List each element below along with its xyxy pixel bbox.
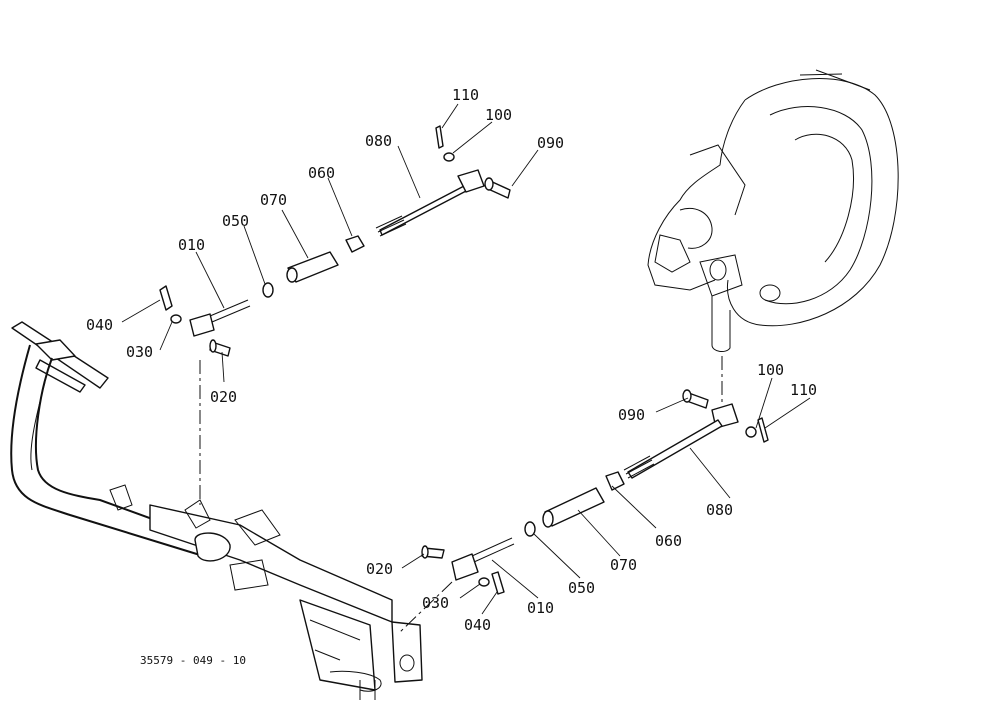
figure-reference: 35579 - 049 - 10: [140, 654, 246, 667]
callout-070-upper: 070: [260, 191, 287, 209]
leader-lines: [121, 103, 811, 615]
split-pin-110-lower: [757, 417, 769, 443]
washer-030-lower: [478, 577, 490, 587]
callout-080-lower: 080: [706, 501, 733, 519]
callout-020-upper: 020: [210, 388, 237, 406]
callout-050-upper: 050: [222, 212, 249, 230]
callout-090-lower: 090: [618, 406, 645, 424]
callout-010-lower: 010: [527, 599, 554, 617]
callout-040-upper: 040: [86, 316, 113, 334]
clevis-010-lower: [451, 553, 479, 581]
brake-pedal-assembly: [10, 321, 423, 700]
split-pin-110-upper: [435, 125, 444, 149]
callout-090-upper: 090: [537, 134, 564, 152]
nut-060-upper: [345, 235, 365, 253]
rod-080-lower: [627, 419, 723, 479]
callout-040-lower: 040: [464, 616, 491, 634]
clutch-housing: [647, 69, 899, 353]
washer-030-upper: [170, 314, 182, 324]
callout-060-upper: 060: [308, 164, 335, 182]
callout-100-upper: 100: [485, 106, 512, 124]
washer-050-lower: [524, 521, 536, 537]
spring-pin-040-lower: [491, 571, 505, 595]
spring-070-lower: [544, 487, 605, 527]
callout-010-upper: 010: [178, 236, 205, 254]
callout-060-lower: 060: [655, 532, 682, 550]
spring-pin-040-upper: [159, 285, 173, 311]
washer-100-lower: [745, 426, 757, 438]
assembly-center-lines: [199, 356, 723, 633]
callout-030-upper: 030: [126, 343, 153, 361]
callout-110-upper: 110: [452, 86, 479, 104]
rod-080-upper: [379, 184, 469, 236]
lower-rod-assembly: [421, 389, 769, 595]
washer-100-upper: [443, 152, 455, 162]
callout-020-lower: 020: [366, 560, 393, 578]
nut-060-lower: [605, 471, 625, 491]
callout-110-lower: 110: [790, 381, 817, 399]
clevis-010-upper: [189, 313, 215, 337]
callout-050-lower: 050: [568, 579, 595, 597]
callout-030-lower: 030: [422, 594, 449, 612]
upper-rod-assembly: [159, 125, 511, 357]
callout-080-upper: 080: [365, 132, 392, 150]
callout-070-lower: 070: [610, 556, 637, 574]
washer-050-upper: [262, 282, 274, 298]
callout-100-lower: 100: [757, 361, 784, 379]
